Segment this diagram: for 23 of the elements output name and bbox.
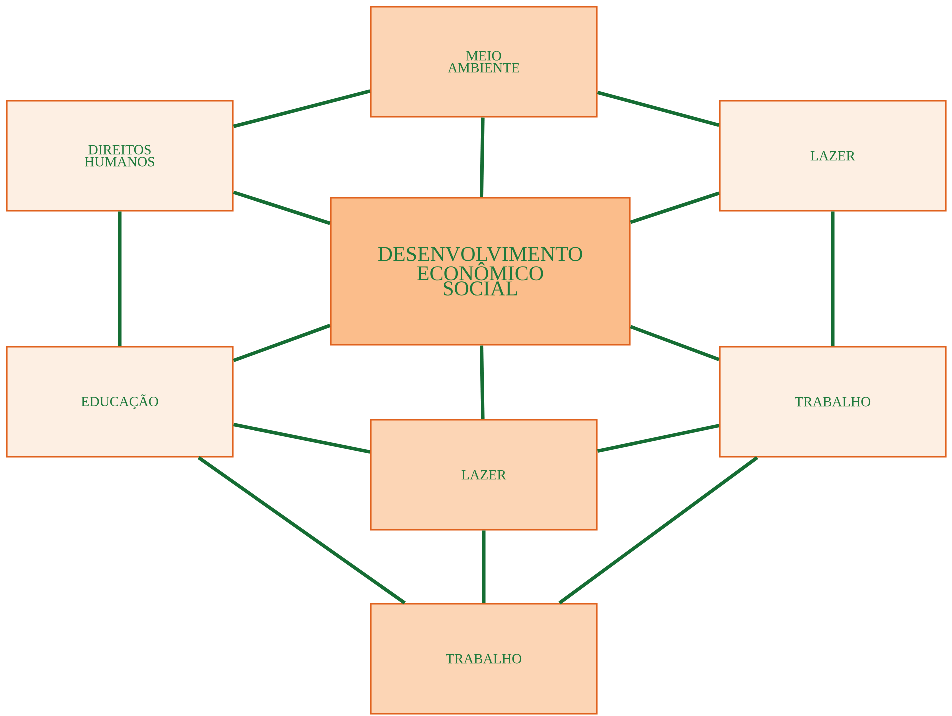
connector-line — [118, 212, 122, 346]
topic-box: TRABALHO — [719, 346, 947, 458]
topic-box: MEIO AMBIENTE — [370, 6, 598, 118]
connector-line — [630, 192, 720, 224]
connector-line — [198, 456, 406, 605]
connector-line — [233, 324, 331, 362]
topic-box: TRABALHO — [370, 603, 598, 715]
connector-line — [482, 530, 486, 604]
connector-line — [597, 90, 720, 128]
connector-line — [597, 424, 720, 454]
topic-box: DIREITOS HUMANOS — [6, 100, 234, 212]
connector-line — [233, 190, 331, 226]
connector-line — [233, 90, 371, 128]
connector-line — [480, 118, 485, 198]
connector-line — [480, 346, 485, 420]
connector-line — [233, 423, 371, 454]
topic-box: EDUCAÇÃO — [6, 346, 234, 458]
topic-box: LAZER — [719, 100, 947, 212]
connector-line — [558, 456, 758, 605]
connector-line — [630, 325, 720, 362]
topic-box: LAZER — [370, 419, 598, 531]
central-box: DESENVOLVIMENTO ECONÔMICO SOCIAL — [330, 197, 631, 346]
connector-line — [831, 212, 835, 346]
